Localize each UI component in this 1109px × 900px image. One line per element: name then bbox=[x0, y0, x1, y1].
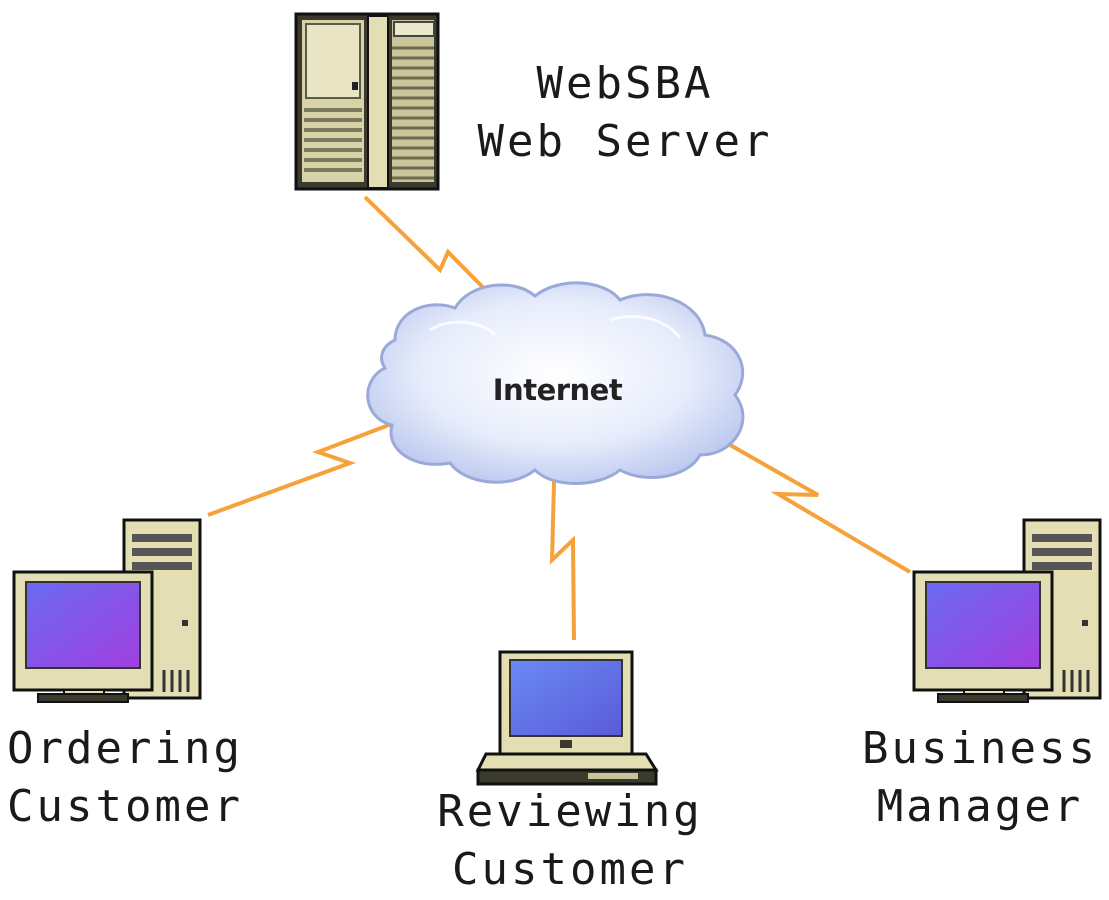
ordering-customer-label: Ordering Customer bbox=[0, 720, 250, 836]
reviewing-customer-label-line2: Customer bbox=[452, 844, 688, 895]
business-manager-label-line2: Manager bbox=[876, 781, 1084, 832]
web-server-label-line2: Web Server bbox=[477, 116, 773, 167]
desktop-computer-icon bbox=[912, 518, 1102, 703]
desktop-computer-icon bbox=[12, 518, 202, 703]
web-server-label-line1: WebSBA bbox=[536, 58, 714, 109]
internet-label: Internet bbox=[492, 373, 623, 407]
business-manager-label-line1: Business bbox=[862, 723, 1098, 774]
business-manager-label: Business Manager bbox=[855, 720, 1105, 836]
link-business-internet bbox=[664, 406, 912, 574]
reviewing-customer-label: Reviewing Customer bbox=[420, 783, 720, 899]
laptop-icon bbox=[475, 650, 659, 786]
link-reviewing-internet bbox=[549, 444, 576, 641]
ordering-customer-label-line2: Customer bbox=[7, 781, 243, 832]
server-tower-icon bbox=[294, 12, 440, 191]
ordering-customer-label-line1: Ordering bbox=[7, 723, 243, 774]
reviewing-customer-label-line1: Reviewing bbox=[437, 786, 703, 837]
cloud-icon bbox=[366, 281, 745, 485]
web-server-label: WebSBA Web Server bbox=[460, 55, 790, 171]
